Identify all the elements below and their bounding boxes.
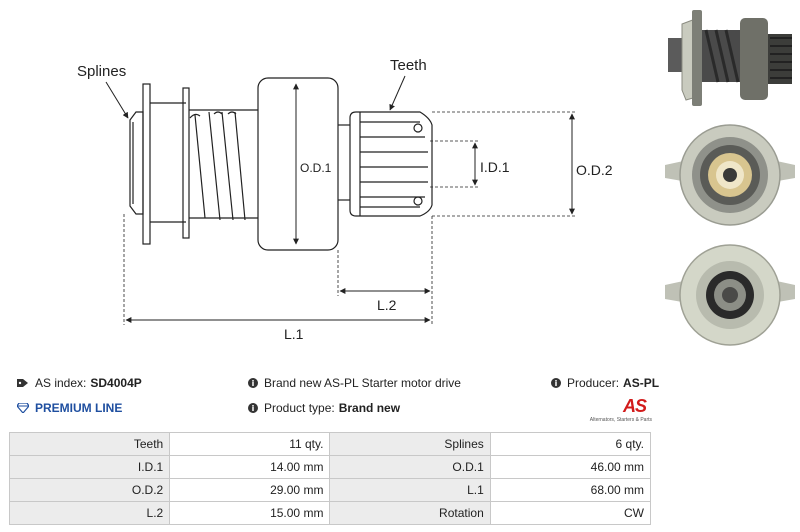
- spec-value: 68.00 mm: [489, 478, 652, 502]
- info-icon: i: [248, 378, 258, 388]
- spec-label: O.D.1: [329, 455, 491, 479]
- spec-label: L.2: [8, 501, 171, 525]
- spline-hub: [129, 111, 144, 215]
- product-photo-side: [668, 10, 792, 106]
- spec-value: 29.00 mm: [169, 478, 331, 502]
- table-row: Teeth 11 qty. Splines 6 qty.: [8, 432, 652, 456]
- spec-label: Splines: [329, 432, 491, 456]
- label-id1: I.D.1: [480, 159, 510, 175]
- specs-table: Teeth 11 qty. Splines 6 qty. I.D.1 14.00…: [8, 432, 652, 525]
- label-od1: O.D.1: [300, 161, 332, 175]
- product-type-row: i Product type: Brand new: [248, 401, 400, 415]
- spec-label: Teeth: [8, 432, 171, 456]
- spec-label: Rotation: [329, 501, 491, 525]
- product-photo-front: [665, 124, 795, 226]
- premium-line-row: PREMIUM LINE: [17, 401, 122, 415]
- table-row: I.D.1 14.00 mm O.D.1 46.00 mm: [8, 455, 652, 479]
- description-row: i Brand new AS-PL Starter motor drive: [248, 376, 461, 390]
- label-l1: L.1: [284, 326, 304, 342]
- spec-label: O.D.2: [8, 478, 171, 502]
- spec-value: 6 qty.: [489, 432, 652, 456]
- as-index-label: AS index:: [35, 376, 87, 390]
- spec-value: 14.00 mm: [169, 455, 331, 479]
- product-photo-back: [665, 244, 795, 346]
- spec-value: 46.00 mm: [489, 455, 652, 479]
- leader-splines: [105, 81, 129, 119]
- product-description: Brand new AS-PL Starter motor drive: [264, 376, 461, 390]
- product-type-label: Product type:: [264, 401, 335, 415]
- label-l2: L.2: [377, 297, 397, 313]
- table-row: O.D.2 29.00 mm L.1 68.00 mm: [8, 478, 652, 502]
- spec-label: L.1: [329, 478, 491, 502]
- info-icon: i: [248, 403, 258, 413]
- logo-text: AS: [622, 396, 647, 416]
- flange-inner: [182, 87, 190, 239]
- pinion-gear: [349, 111, 433, 217]
- table-row: L.2 15.00 mm Rotation CW: [8, 501, 652, 525]
- leader-teeth: [389, 75, 406, 111]
- producer-label: Producer:: [567, 376, 620, 390]
- spec-value: CW: [489, 501, 652, 525]
- tag-icon: [17, 379, 28, 387]
- diamond-icon: [17, 403, 29, 413]
- spec-value: 15.00 mm: [169, 501, 331, 525]
- info-icon: i: [551, 378, 561, 388]
- as-pl-logo: AS Alternators, Starters & Parts: [586, 396, 652, 426]
- label-od2: O.D.2: [576, 162, 613, 178]
- premium-line-label: PREMIUM LINE: [35, 401, 123, 415]
- technical-drawing: Splines Teeth O.D.1 I.D.1 O.D.2 L.2 L.1: [77, 57, 613, 342]
- label-teeth: Teeth: [390, 57, 427, 74]
- producer-value: AS-PL: [623, 376, 660, 390]
- as-index-row: AS index: SD4004P: [17, 376, 142, 390]
- logo-tagline: Alternators, Starters & Parts: [589, 417, 652, 423]
- producer-row: i Producer: AS-PL: [551, 376, 659, 390]
- label-splines: Splines: [77, 63, 126, 80]
- as-index-value: SD4004P: [90, 376, 142, 390]
- spring-coil: [194, 111, 246, 221]
- spec-label: I.D.1: [8, 455, 171, 479]
- flange-left: [142, 83, 151, 245]
- clutch-housing: [257, 77, 339, 251]
- product-type-value: Brand new: [338, 401, 401, 415]
- spec-value: 11 qty.: [169, 432, 331, 456]
